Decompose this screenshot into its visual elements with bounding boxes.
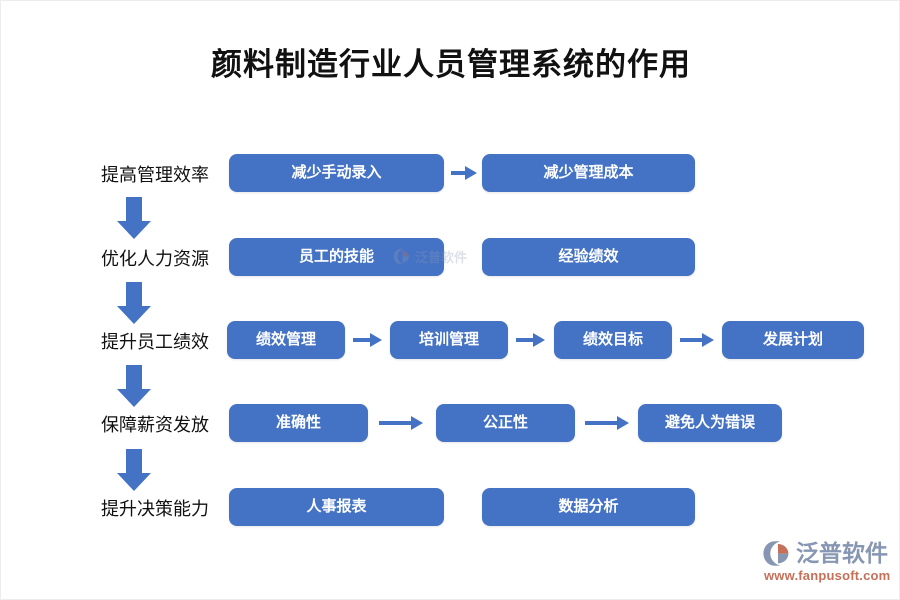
brand-logo: 泛普软件 www.fanpusoft.com [763, 538, 893, 586]
arrow-shaft [126, 282, 142, 306]
flow-node-accuracy[interactable]: 准确性 [229, 404, 368, 442]
arrow-head [117, 221, 151, 239]
flow-arrow-down [117, 197, 151, 239]
flow-node-employee-skills[interactable]: 员工的技能 [229, 238, 444, 276]
flow-arrow-right [379, 416, 423, 430]
arrow-shaft [585, 421, 619, 425]
flow-node-training-management[interactable]: 培训管理 [390, 321, 508, 359]
row-label-5: 提升决策能力 [101, 499, 209, 519]
flow-node-experience-performance[interactable]: 经验绩效 [482, 238, 695, 276]
flow-arrow-down [117, 365, 151, 407]
arrow-shaft [451, 171, 467, 175]
row-label-2: 优化人力资源 [101, 249, 209, 269]
brand-logo-row: 泛普软件 [763, 538, 893, 568]
arrow-shaft [516, 338, 535, 342]
arrow-head [117, 389, 151, 407]
arrow-shaft [126, 365, 142, 389]
arrow-shaft [680, 338, 704, 342]
flow-node-reduce-manual-entry[interactable]: 减少手动录入 [229, 154, 444, 192]
flow-arrow-right [516, 333, 545, 347]
page-title: 颜料制造行业人员管理系统的作用 [211, 47, 691, 82]
row-label-1: 提高管理效率 [101, 165, 209, 185]
flow-row-2: 优化人力资源 员工的技能 经验绩效 [1, 238, 899, 280]
arrow-head [411, 416, 423, 430]
arrow-head [617, 416, 629, 430]
flow-row-5: 提升决策能力 人事报表 数据分析 [1, 488, 899, 530]
flow-arrow-right [451, 166, 477, 180]
arrow-shaft [126, 197, 142, 221]
arrow-shaft [126, 449, 142, 473]
flow-row-4: 保障薪资发放 准确性 公正性 避免人为错误 [1, 404, 899, 446]
row-label-3: 提升员工绩效 [101, 332, 209, 352]
fanpu-logo-icon [763, 540, 789, 566]
flow-node-avoid-human-error[interactable]: 避免人为错误 [638, 404, 782, 442]
arrow-head [117, 473, 151, 491]
flow-node-performance-management[interactable]: 绩效管理 [227, 321, 345, 359]
flow-arrow-down [117, 282, 151, 324]
arrow-head [465, 166, 477, 180]
flow-arrow-down [117, 449, 151, 491]
flow-node-hr-report[interactable]: 人事报表 [229, 488, 444, 526]
flow-node-reduce-management-cost[interactable]: 减少管理成本 [482, 154, 695, 192]
flow-node-data-analysis[interactable]: 数据分析 [482, 488, 695, 526]
row-label-4: 保障薪资发放 [101, 415, 209, 435]
brand-name: 泛普软件 [796, 539, 888, 566]
flow-row-3: 提升员工绩效 绩效管理 培训管理 绩效目标 发展计划 [1, 321, 899, 363]
arrow-shaft [353, 338, 372, 342]
arrow-head [533, 333, 545, 347]
flow-arrow-right [680, 333, 714, 347]
flow-arrow-right [585, 416, 629, 430]
flow-node-fairness[interactable]: 公正性 [436, 404, 575, 442]
flow-node-development-plan[interactable]: 发展计划 [722, 321, 864, 359]
flow-row-1: 提高管理效率 减少手动录入 减少管理成本 [1, 154, 899, 196]
arrow-head [370, 333, 382, 347]
flow-arrow-right [353, 333, 382, 347]
brand-url: www.fanpusoft.com [764, 568, 891, 583]
arrow-shaft [379, 421, 413, 425]
arrow-head [702, 333, 714, 347]
flow-node-performance-goal[interactable]: 绩效目标 [554, 321, 672, 359]
arrow-head [117, 306, 151, 324]
